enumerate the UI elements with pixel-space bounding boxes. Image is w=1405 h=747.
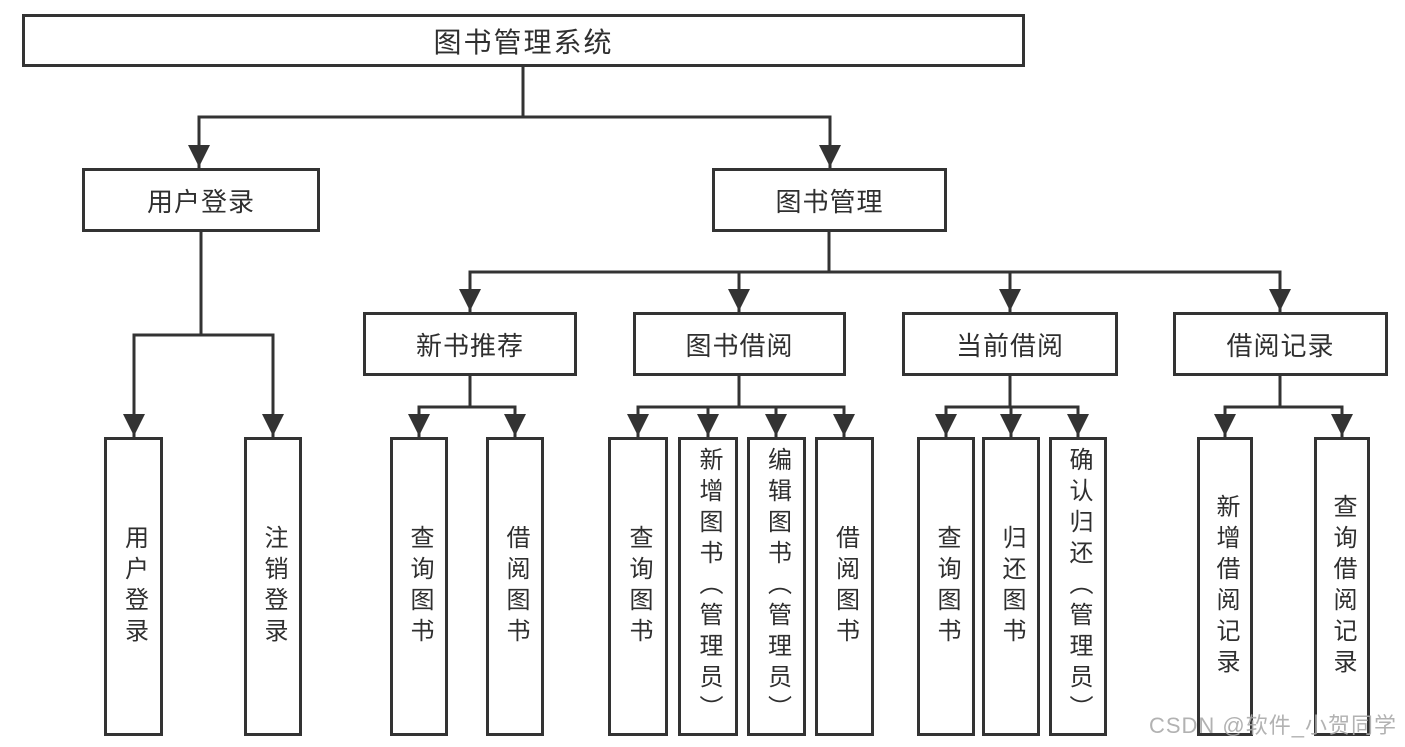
leaf-query-books-borrow: 查询图书 bbox=[608, 437, 668, 736]
node-label: 借阅记录 bbox=[1226, 330, 1335, 361]
node-borrow-records: 借阅记录 bbox=[1173, 312, 1388, 376]
node-label: 确认归还（管理员） bbox=[1065, 447, 1092, 726]
node-book-management: 图书管理 bbox=[712, 168, 947, 232]
node-label: 新增借阅记录 bbox=[1212, 493, 1239, 680]
leaf-query-books-current: 查询图书 bbox=[917, 437, 975, 736]
node-label: 查询图书 bbox=[406, 524, 433, 649]
leaf-confirm-return-admin: 确认归还（管理员） bbox=[1049, 437, 1107, 736]
leaf-return-books: 归还图书 bbox=[982, 437, 1040, 736]
leaf-edit-books-admin: 编辑图书（管理员） bbox=[747, 437, 806, 736]
leaf-user-login: 用户登录 bbox=[104, 437, 163, 736]
node-label: 新增图书（管理员） bbox=[695, 447, 722, 726]
node-label: 查询借阅记录 bbox=[1329, 493, 1356, 680]
node-label: 借阅图书 bbox=[502, 524, 529, 649]
node-book-borrow: 图书借阅 bbox=[633, 312, 846, 376]
node-label: 用户登录 bbox=[146, 186, 255, 217]
node-current-borrow: 当前借阅 bbox=[902, 312, 1118, 376]
csdn-watermark: CSDN @软件_小贺同学 bbox=[1148, 713, 1397, 738]
leaf-borrow-books-recommend: 借阅图书 bbox=[486, 437, 544, 736]
node-label: 用户登录 bbox=[120, 524, 148, 649]
node-label: 当前借阅 bbox=[955, 330, 1064, 361]
node-label: 图书借阅 bbox=[685, 330, 794, 361]
node-label: 注销登录 bbox=[260, 524, 287, 649]
leaf-query-books-recommend: 查询图书 bbox=[390, 437, 448, 736]
leaf-borrow-books: 借阅图书 bbox=[815, 437, 874, 736]
leaf-logout-login: 注销登录 bbox=[244, 437, 302, 736]
node-label: 新书推荐 bbox=[415, 330, 524, 361]
node-label: 查询图书 bbox=[933, 524, 960, 649]
node-label: 图书管理系统 bbox=[433, 26, 614, 58]
node-label: 借阅图书 bbox=[831, 524, 859, 649]
node-root-library-system: 图书管理系统 bbox=[22, 14, 1025, 67]
leaf-query-borrow-record: 查询借阅记录 bbox=[1314, 437, 1370, 736]
node-label: 归还图书 bbox=[998, 524, 1025, 649]
leaf-add-books-admin: 新增图书（管理员） bbox=[678, 437, 738, 736]
node-label: 查询图书 bbox=[625, 524, 652, 649]
node-label: 图书管理 bbox=[775, 186, 884, 217]
node-new-book-recommend: 新书推荐 bbox=[363, 312, 577, 376]
leaf-add-borrow-record: 新增借阅记录 bbox=[1197, 437, 1253, 736]
node-user-login: 用户登录 bbox=[82, 168, 320, 232]
node-label: 编辑图书（管理员） bbox=[763, 447, 791, 726]
